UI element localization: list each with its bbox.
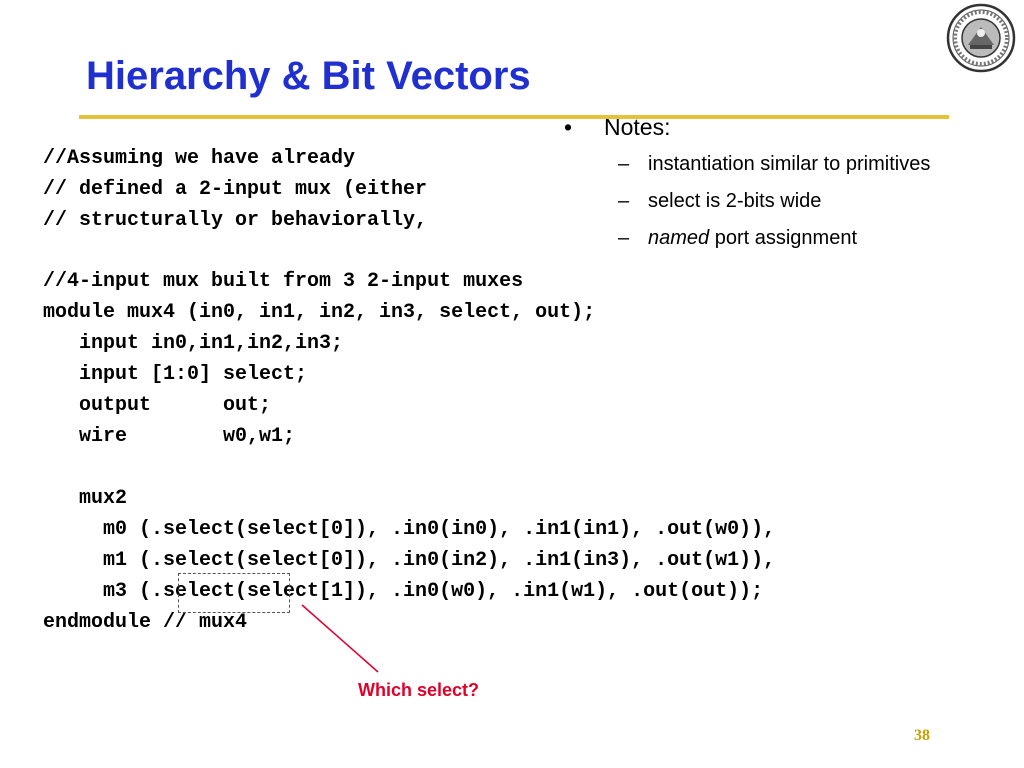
list-item: – instantiation similar to primitives	[562, 146, 1022, 183]
dash-icon: –	[618, 227, 630, 249]
code-line: module mux4 (in0, in1, in2, in3, select,…	[43, 301, 596, 324]
note-text: select is 2-bits wide	[648, 190, 822, 212]
university-seal-icon	[946, 3, 1016, 73]
select-highlight-box	[178, 573, 290, 613]
code-line: output out;	[43, 394, 272, 417]
notes-heading: • Notes:	[562, 112, 1022, 142]
notes-panel: • Notes: – instantiation similar to prim…	[562, 112, 1022, 257]
code-line: mux2	[43, 487, 128, 510]
code-line: input [1:0] select;	[43, 363, 308, 386]
code-line: input in0,in1,in2,in3;	[43, 332, 344, 355]
list-item: – named port assignment	[562, 220, 1022, 257]
verilog-module-code: //4-input mux built from 3 2-input muxes…	[43, 266, 775, 638]
callout-label: Which select?	[358, 680, 480, 700]
slide-title: Hierarchy & Bit Vectors	[86, 54, 531, 98]
note-emphasis: named	[648, 227, 710, 249]
note-text: instantiation similar to primitives	[648, 153, 931, 175]
note-text: port assignment	[709, 227, 858, 249]
dash-icon: –	[618, 190, 630, 212]
bullet-icon: •	[564, 114, 573, 140]
code-line: //Assuming we have already	[43, 147, 356, 170]
code-line: m0 (.select(select[0]), .in0(in0), .in1(…	[43, 518, 776, 541]
title-underline	[79, 115, 949, 119]
code-line: m1 (.select(select[0]), .in0(in2), .in1(…	[43, 549, 776, 572]
code-line: //4-input mux built from 3 2-input muxes	[43, 270, 524, 293]
page-number: 38	[914, 727, 930, 744]
code-line: // structurally or behaviorally,	[43, 209, 428, 232]
code-line: endmodule // mux4	[43, 611, 248, 634]
list-item: – select is 2-bits wide	[562, 183, 1022, 220]
notes-list: – instantiation similar to primitives – …	[562, 146, 1022, 257]
dash-icon: –	[618, 153, 630, 175]
code-line: // defined a 2-input mux (either	[43, 178, 428, 201]
code-line: m3 (.select(select[1]), .in0(w0), .in1(w…	[43, 580, 764, 603]
comment-block: //Assuming we have already // defined a …	[43, 143, 427, 236]
notes-heading-label: Notes:	[604, 114, 671, 140]
code-line: wire w0,w1;	[43, 425, 296, 448]
